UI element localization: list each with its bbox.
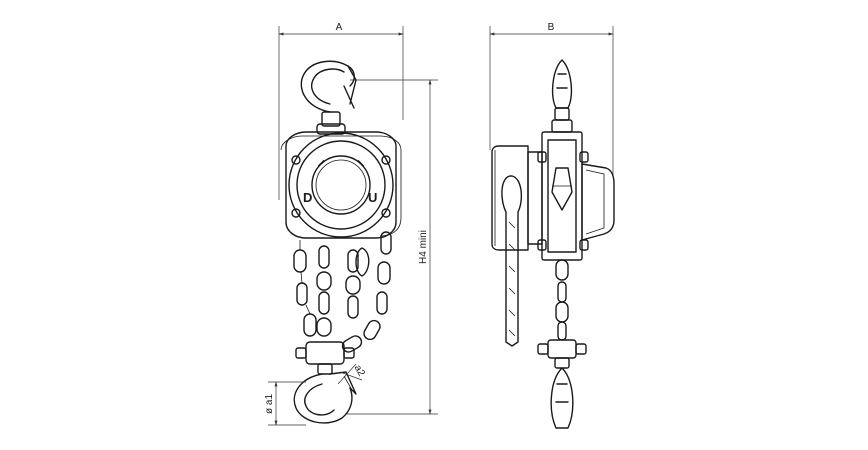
dimension-a2: a2	[337, 363, 367, 385]
front-view: A H4 mini	[264, 22, 438, 426]
top-hook-side	[551, 59, 573, 133]
hand-chain-side	[501, 175, 523, 347]
dimension-h4: H4 mini	[345, 79, 438, 415]
side-view: B	[489, 22, 615, 429]
bottom-hook-side	[537, 339, 587, 429]
dimension-a: A	[278, 22, 404, 200]
dimension-a2-label: a2	[352, 363, 367, 379]
dimension-b-label: B	[548, 22, 555, 33]
hand-chain	[293, 231, 392, 353]
top-hook	[300, 60, 357, 135]
dimension-a1-label: ø a1	[264, 394, 275, 414]
dimension-b: B	[489, 22, 614, 175]
load-chain-side	[555, 259, 569, 341]
direction-down-mark: D	[303, 190, 312, 205]
dimension-h4-label: H4 mini	[418, 230, 429, 264]
load-chain	[316, 245, 370, 337]
dimension-a-label: A	[336, 22, 343, 33]
direction-up-mark: U	[368, 190, 377, 205]
bottom-hook	[293, 341, 357, 424]
dimension-a1: ø a1	[264, 381, 306, 426]
hoist-housing: D U	[280, 131, 402, 239]
hoist-housing-side	[491, 131, 615, 261]
